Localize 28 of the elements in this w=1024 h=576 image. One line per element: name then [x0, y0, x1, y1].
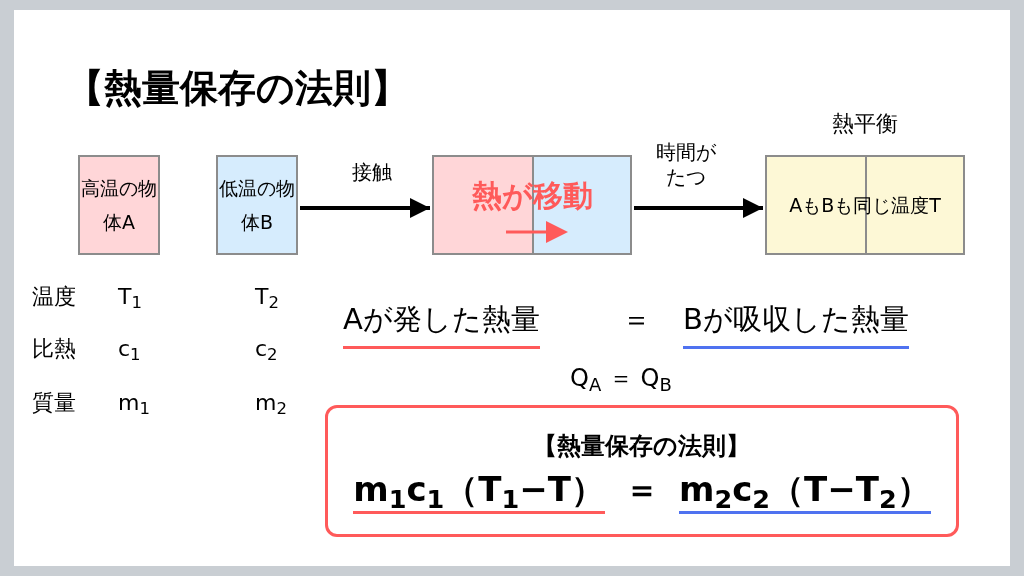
symbol: c$_{1}$: [118, 335, 141, 365]
equation-side: m$_{2}$c$_{2}$（T−T$_{2}$）: [679, 468, 931, 514]
symbol: T$_{1}$: [118, 283, 142, 313]
box-text: 低温の物体B: [218, 175, 296, 235]
equation-text: Bが吸収した熱量: [683, 298, 909, 349]
equation-side: m$_{1}$c$_{1}$（T$_{1}$−T）: [353, 468, 605, 514]
equals-sign: ＝: [625, 468, 659, 512]
equation-text: Aが発した熱量: [343, 298, 540, 349]
formula-box: [325, 405, 959, 537]
symbol: m$_{2}$: [255, 389, 287, 419]
arrow: [634, 198, 763, 218]
box-text: AもBも同じ温度T: [789, 192, 941, 218]
object-box: [216, 155, 298, 255]
symbol: c$_{2}$: [255, 335, 278, 365]
equation: Q$_{A}$ ＝ Q$_{B}$: [570, 363, 672, 396]
equals-sign: ＝: [622, 301, 651, 338]
arrow: [300, 198, 430, 218]
property-name: 質量: [32, 389, 76, 417]
property-name: 温度: [32, 283, 76, 311]
title: 【熱量保存の法則】: [66, 65, 409, 112]
contact-box: [432, 155, 632, 255]
symbol: m$_{1}$: [118, 389, 150, 419]
box-heading: 熱平衡: [831, 110, 899, 138]
symbol: T$_{2}$: [255, 283, 279, 313]
object-box: [78, 155, 160, 255]
formula-title: 【熱量保存の法則】: [533, 431, 751, 463]
box-text: 高温の物体A: [80, 175, 158, 235]
property-name: 比熱: [32, 335, 76, 363]
